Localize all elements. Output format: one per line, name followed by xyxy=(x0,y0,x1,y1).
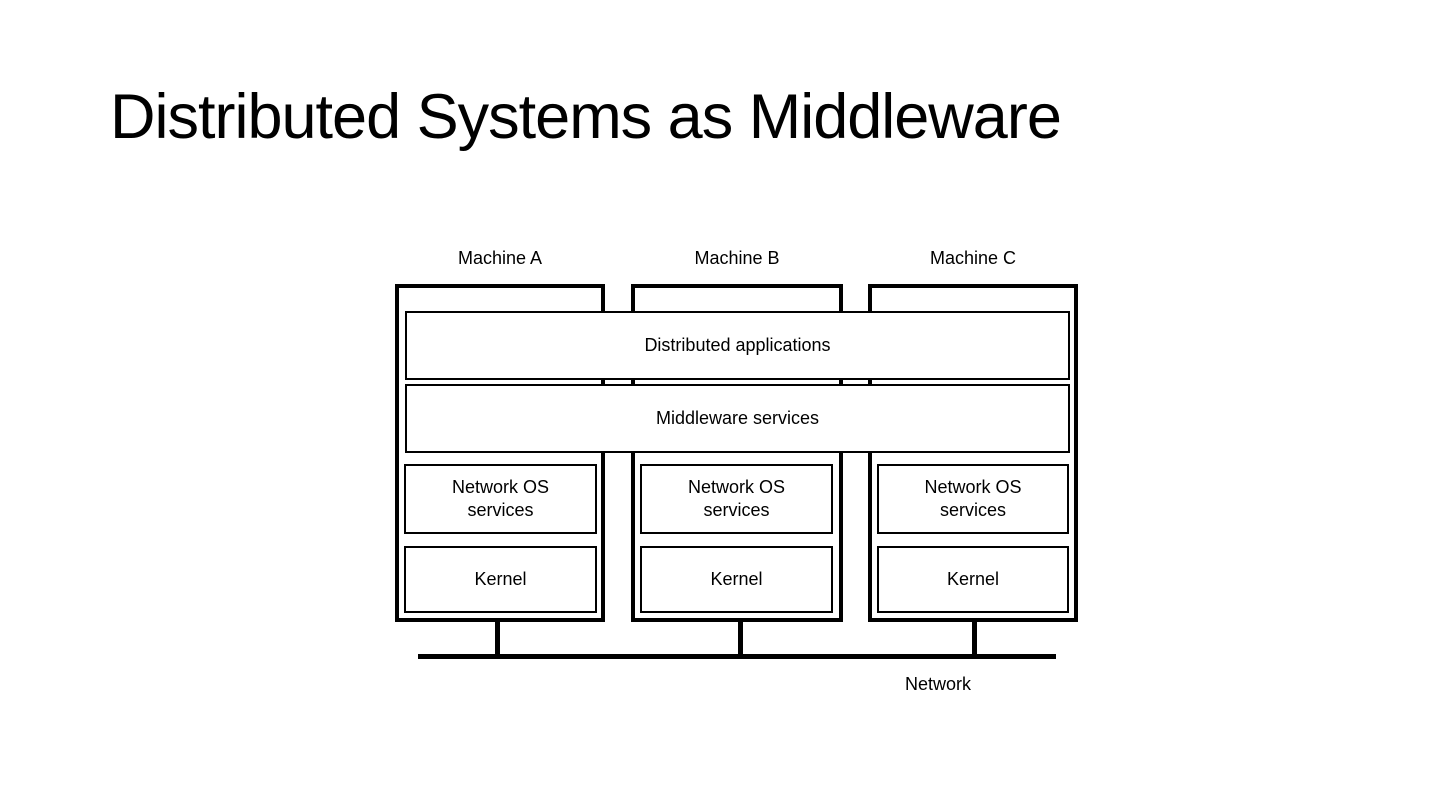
kernel-box-machine-b: Kernel xyxy=(640,546,833,613)
kernel-label: Kernel xyxy=(946,569,1000,589)
network-connector-machine-a xyxy=(495,618,500,656)
kernel-label: Kernel xyxy=(710,569,763,589)
network-os-box-machine-c: Network OS services xyxy=(877,464,1069,534)
kernel-box-machine-c: Kernel xyxy=(877,546,1069,613)
network-bus-line xyxy=(418,654,1056,659)
middleware-services-label: Middleware services xyxy=(655,408,820,428)
network-os-line1: Network OS xyxy=(687,477,786,497)
page-title: Distributed Systems as Middleware xyxy=(110,82,1062,152)
network-os-label: Network OS services xyxy=(452,476,549,522)
distributed-applications-label: Distributed applications xyxy=(644,335,831,355)
middleware-services-box: Middleware services xyxy=(405,384,1070,453)
network-os-box-machine-a: Network OS services xyxy=(404,464,597,534)
network-os-label: Network OS services xyxy=(924,476,1021,522)
network-label: Network xyxy=(904,674,971,694)
network-os-line2: services xyxy=(939,500,1006,520)
machine-c-label: Machine C xyxy=(929,248,1017,268)
network-os-line1: Network OS xyxy=(451,477,550,497)
kernel-label: Kernel xyxy=(474,569,527,589)
network-os-box-machine-b: Network OS services xyxy=(640,464,833,534)
kernel-box-machine-a: Kernel xyxy=(404,546,597,613)
network-connector-machine-c xyxy=(972,618,977,656)
network-os-line2: services xyxy=(467,500,534,520)
network-os-line1: Network OS xyxy=(924,477,1022,497)
machine-a-label: Machine A xyxy=(457,248,543,268)
network-os-line2: services xyxy=(703,500,770,520)
network-connector-machine-b xyxy=(738,618,743,656)
distributed-applications-box: Distributed applications xyxy=(405,311,1070,380)
machine-b-label: Machine B xyxy=(694,248,780,268)
network-os-label: Network OS services xyxy=(688,476,785,522)
